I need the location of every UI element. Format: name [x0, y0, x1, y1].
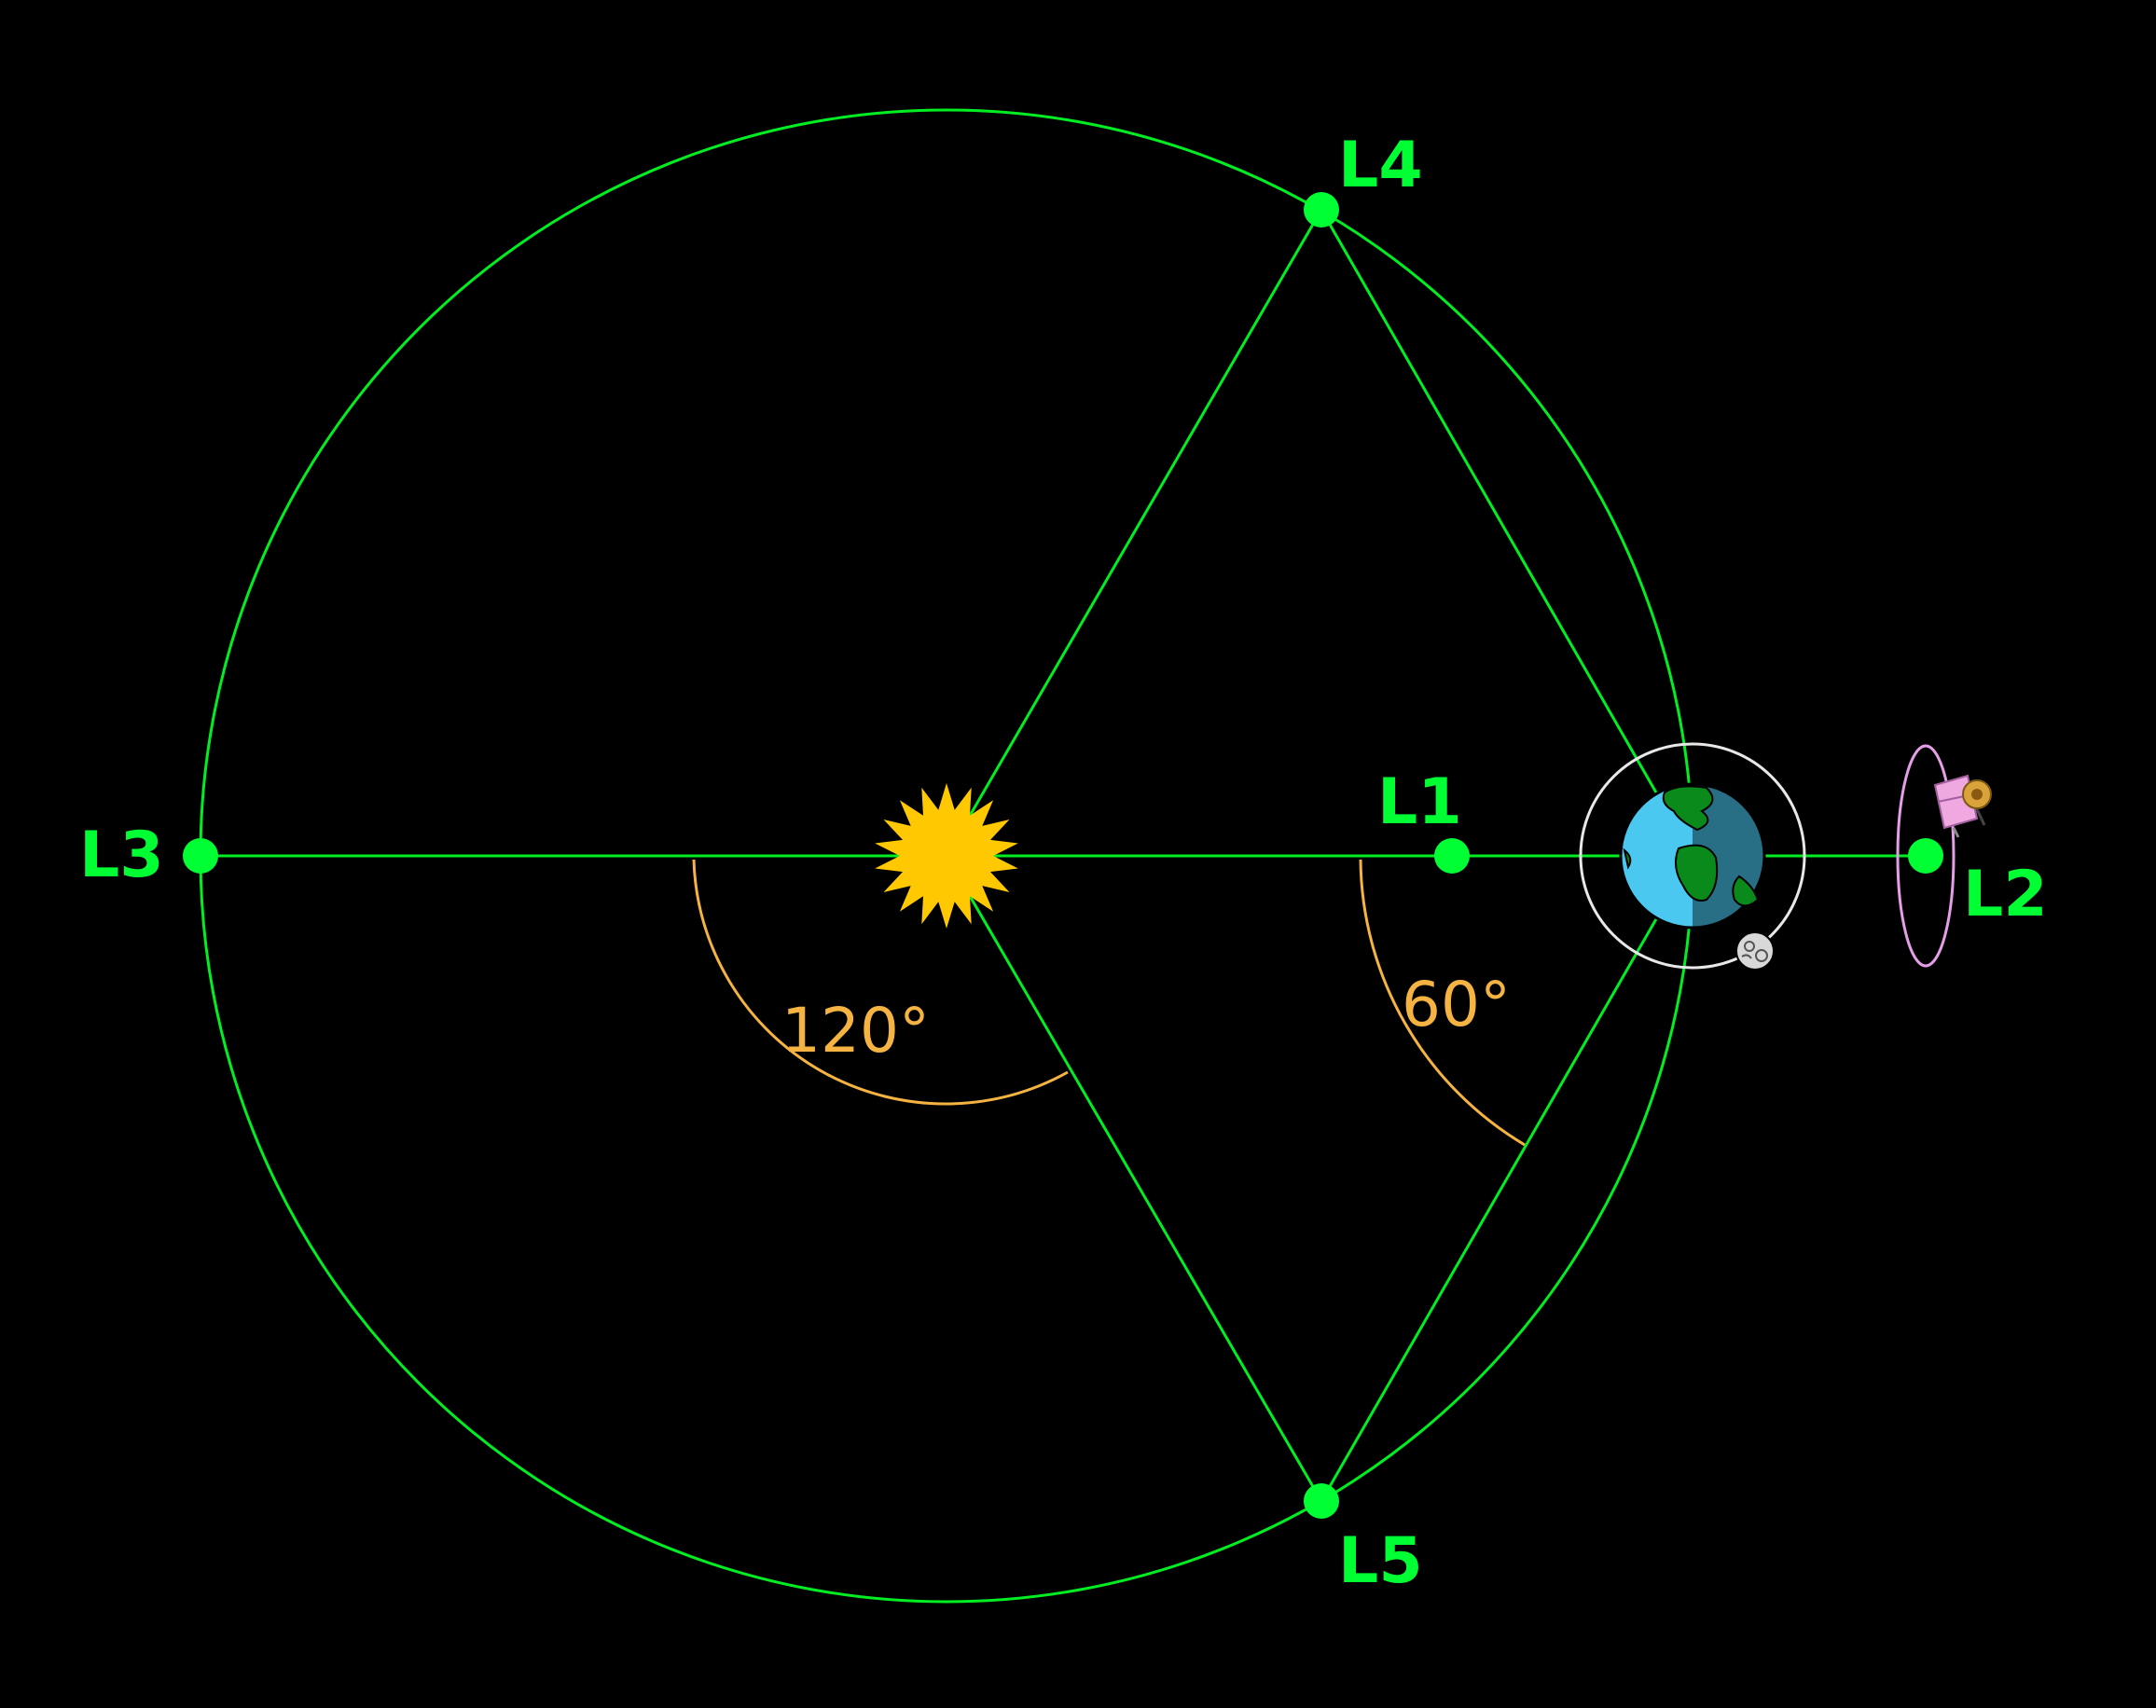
- point-l1: [1434, 838, 1470, 874]
- sun-icon: [875, 783, 1018, 929]
- angle-label-120: 120°: [781, 995, 930, 1067]
- label-l2: L2: [1963, 858, 2048, 931]
- point-l4: [1304, 192, 1339, 227]
- angle-arc-60: [1359, 859, 1526, 1147]
- line-l5-earth: [1320, 855, 1694, 1502]
- lagrange-points: [183, 192, 1943, 1519]
- label-l5: L5: [1338, 1524, 1423, 1598]
- l2-halo-orbit: [1896, 744, 1956, 968]
- point-l2: [1908, 838, 1943, 874]
- label-l1: L1: [1377, 765, 1462, 839]
- line-l4-earth: [1320, 209, 1694, 857]
- point-l3: [183, 838, 218, 874]
- moon-orbit: [1579, 742, 1806, 970]
- angle-label-60: 60°: [1402, 969, 1511, 1040]
- point-l5: [1304, 1483, 1339, 1519]
- line-sun-l4: [945, 209, 1323, 857]
- earth-icon: [1619, 782, 1766, 930]
- angle-arc-120: [692, 859, 1069, 1106]
- label-l4: L4: [1338, 129, 1423, 202]
- label-l3: L3: [79, 819, 164, 892]
- moon-icon: [1735, 931, 1775, 971]
- line-sun-l5: [945, 855, 1323, 1502]
- telescope-icon: [1933, 774, 1992, 838]
